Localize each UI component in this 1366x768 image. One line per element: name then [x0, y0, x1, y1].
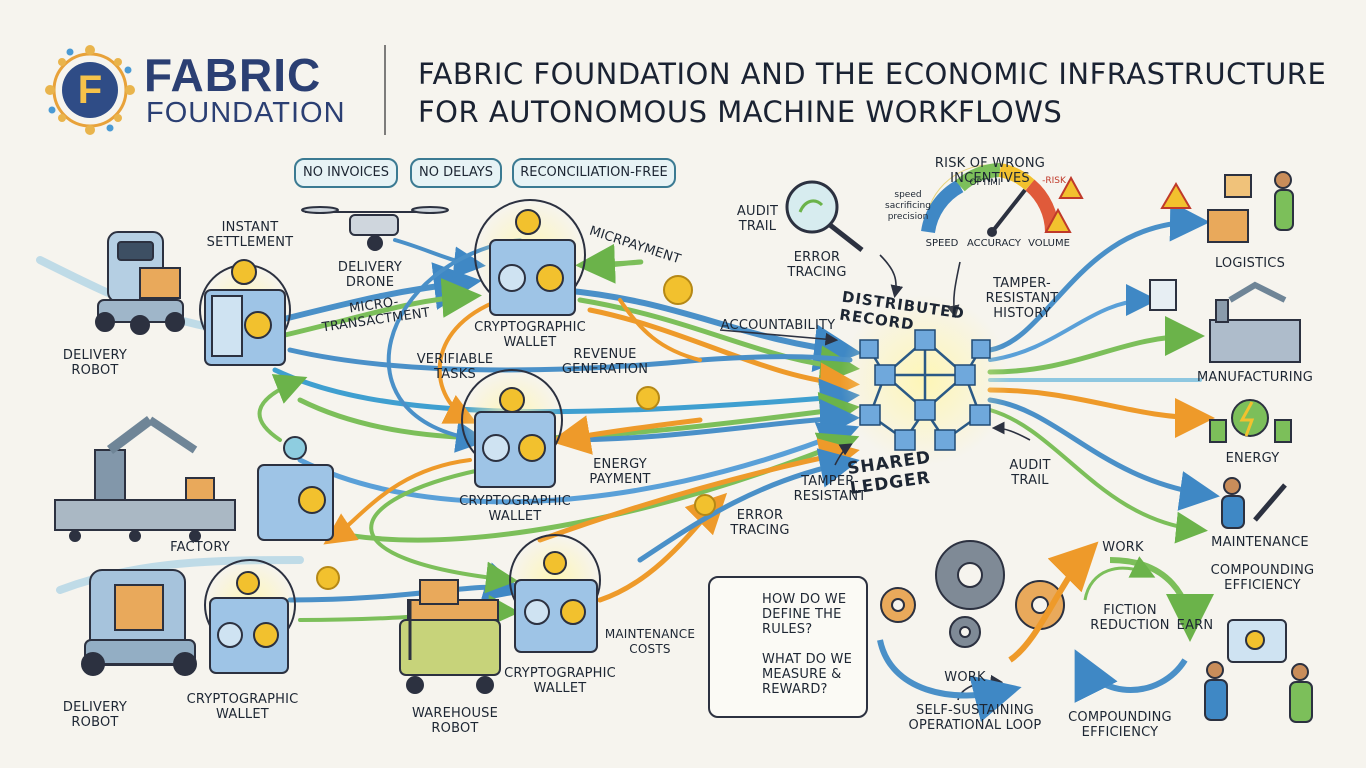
label-wallet-bottom: CRYPTOGRAPHIC WALLET: [504, 666, 616, 696]
drone-icon: [301, 206, 449, 251]
lightning-icon: [1209, 399, 1292, 443]
label-error-tracing-top: ERROR TRACING: [787, 250, 847, 280]
people-icon: [1204, 619, 1313, 723]
label-volume: VOLUME: [1028, 238, 1070, 249]
label-delivery-drone: DELIVERY DRONE: [337, 260, 403, 290]
label-work-top: WORK: [1102, 540, 1144, 555]
label-manufacturing: MANUFACTURING: [1196, 370, 1314, 385]
pill-no-delays: NO DELAYS: [410, 158, 502, 188]
label-risk: -RISK: [1042, 176, 1066, 186]
coin-icon: [316, 275, 716, 590]
label-maintenance-costs: MAINTENANCE COSTS: [604, 627, 696, 656]
label-factory: FACTORY: [170, 540, 230, 555]
wallet-cube-icon: [199, 199, 601, 674]
question-define-rules: HOW DO WE DEFINE THE RULES?: [762, 592, 847, 637]
robot-icon: [81, 569, 197, 676]
label-wallet-bottom-left: CRYPTOGRAPHIC WALLET: [186, 692, 299, 722]
label-earn: EARN: [1176, 618, 1214, 633]
label-fiction-reduction: FICTION REDUCTION: [1090, 603, 1170, 633]
brand-subtitle: FOUNDATION: [146, 97, 346, 129]
pill-reconciliation-free: RECONCILIATION-FREE: [512, 158, 676, 188]
label-speed-note: speed sacrificing precision: [885, 190, 931, 222]
warning-icon: [1044, 175, 1192, 233]
label-tamper-resistant: TAMPER-RESISTANT: [793, 474, 867, 504]
label-error-tracing-mid: ERROR TRACING: [730, 508, 790, 538]
brand-name: FABRIC: [144, 49, 322, 101]
fabric-logo-icon: [45, 45, 135, 135]
title-line-1: FABRIC FOUNDATION AND THE ECONOMIC INFRA…: [418, 57, 1327, 91]
maintenance-icon: [1221, 477, 1287, 529]
gear-icon: [880, 540, 1065, 648]
label-audit-trail-right: AUDIT TRAIL: [1009, 458, 1051, 488]
factory-icon: [54, 416, 236, 542]
page-title: FABRIC FOUNDATION AND THE ECONOMIC INFRA…: [418, 55, 1338, 131]
label-self-sustaining: SELF-SUSTAINING OPERATIONAL LOOP: [908, 703, 1042, 733]
robot-icon: [399, 579, 501, 694]
loop-arrows: [877, 541, 1214, 723]
label-delivery-robot-bottom: DELIVERY ROBOT: [62, 700, 128, 730]
label-logistics: LOGISTICS: [1214, 256, 1286, 271]
questions-box: HOW DO WE DEFINE THE RULES? WHAT DO WE M…: [708, 576, 868, 718]
pill-no-invoices: NO INVOICES: [294, 158, 398, 188]
label-energy-payment: ENERGY PAYMENT: [589, 457, 651, 487]
label-compounding-right: COMPOUNDING EFFICIENCY: [1210, 563, 1315, 593]
label-compounding-bottom: COMPOUNDING EFFICIENCY: [1068, 710, 1172, 740]
label-accuracy: ACCURACY: [966, 238, 1022, 249]
robot-icon: [95, 231, 185, 335]
label-work-bottom: WORK: [944, 670, 986, 685]
label-energy: ENERGY: [1225, 451, 1280, 466]
label-delivery-robot-top: DELIVERY ROBOT: [62, 348, 128, 378]
label-verifiable-tasks: VERIFIABLE TASKS: [416, 352, 494, 382]
label-warehouse-robot: WAREHOUSE ROBOT: [411, 706, 499, 736]
label-revenue-generation: REVENUE GENERATION: [561, 347, 649, 377]
magnifier-icon: [785, 180, 864, 252]
label-wallet-middle: CRYPTOGRAPHIC WALLET: [459, 494, 571, 524]
logo-letter: F: [77, 68, 103, 112]
label-wallet-top: CRYPTOGRAPHIC WALLET: [474, 320, 586, 350]
label-maintenance: MAINTENANCE: [1211, 535, 1309, 550]
label-risk-wrong-incentives: RISK OF WRONG INCENTIVES: [934, 156, 1046, 186]
label-speed: SPEED: [925, 238, 959, 249]
network-cube-icon: [840, 295, 1010, 465]
title-line-2: FOR AUTONOMOUS MACHINE WORKFLOWS: [418, 95, 1063, 129]
question-measure-reward: WHAT DO WE MEASURE & REWARD?: [762, 652, 853, 697]
label-audit-trail-top: AUDIT TRAIL: [736, 204, 779, 234]
logistics-icon: [1207, 171, 1294, 243]
factory-icon: [1149, 279, 1301, 363]
label-optimi: OPTIMI: [969, 178, 1001, 188]
label-instant-settlement: INSTANT SETTLEMENT: [206, 220, 294, 250]
label-accountability: ACCOUNTABILITY: [720, 318, 836, 333]
label-tamper-resistant-history: TAMPER-RESISTANT HISTORY: [985, 276, 1059, 321]
flow-streams: [36, 201, 1220, 627]
